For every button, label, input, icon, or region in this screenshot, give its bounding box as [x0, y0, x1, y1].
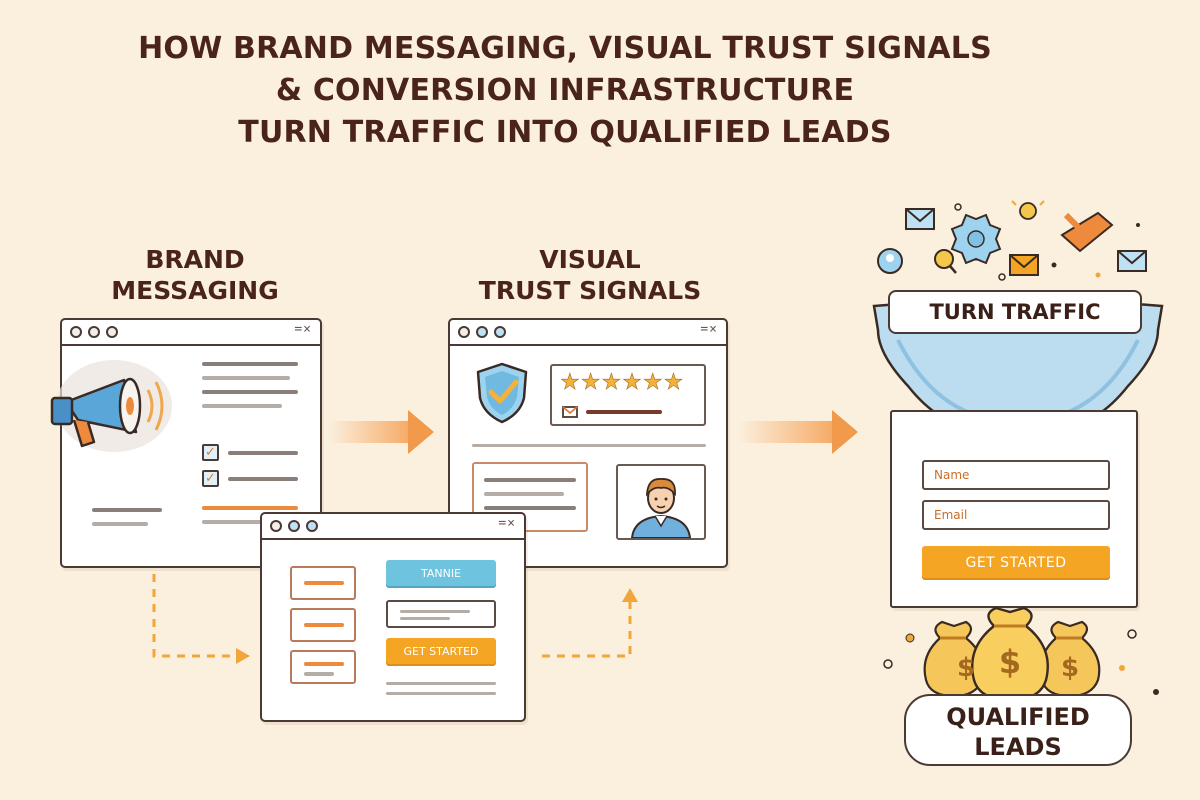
feature-card: [290, 566, 356, 600]
cursor-arrow-icon: [1060, 211, 1114, 253]
qualified-leads-label: QUALIFIED LEADS: [904, 694, 1132, 766]
dollar-sign-icon: $: [1060, 653, 1080, 683]
flow-arrow-2: [738, 421, 834, 443]
qualified-leads-line-1: QUALIFIED: [946, 703, 1090, 731]
text-line: [586, 410, 662, 414]
input-field[interactable]: [386, 600, 496, 628]
brand-messaging-window: =× ✓ ✓: [50, 318, 322, 568]
user-badge-icon: [877, 248, 903, 274]
checkbox-checked-icon[interactable]: ✓: [202, 470, 219, 487]
person-avatar-icon: [616, 464, 706, 540]
envelope-icon: [1009, 254, 1039, 276]
text-line: [304, 662, 344, 666]
megaphone-icon: [44, 350, 174, 460]
text-line: [304, 623, 344, 627]
label-brand-line-2: MESSAGING: [111, 276, 279, 305]
text-line: [484, 478, 576, 482]
email-input[interactable]: Email: [922, 500, 1110, 530]
text-line-highlight: [202, 506, 298, 510]
money-bag-icon: [883, 606, 1159, 702]
title-line-1: HOW BRAND MESSAGING, VISUAL TRUST SIGNAL…: [138, 31, 992, 66]
gear-icon: [950, 213, 1002, 265]
shield-check-icon: [472, 360, 532, 426]
text-line: [400, 617, 450, 620]
text-line: [202, 390, 298, 394]
window-dot: [106, 326, 118, 338]
window-titlebar: =×: [450, 320, 726, 346]
dollar-sign-icon: $: [998, 643, 1022, 681]
label-brand-messaging: BRAND MESSAGING: [90, 244, 300, 306]
text-line: [400, 610, 470, 613]
window-dot: [458, 326, 470, 338]
dollar-sign-icon: $: [956, 653, 976, 683]
text-line: [202, 362, 298, 366]
text-line: [386, 682, 496, 685]
qualified-leads-line-2: LEADS: [974, 733, 1062, 761]
text-line: [202, 520, 262, 524]
text-line: [304, 581, 344, 585]
text-line: [228, 451, 298, 455]
money-bag-center: [971, 606, 1049, 702]
title-line-2: & CONVERSION INFRASTRUCTURE: [275, 73, 855, 108]
title-line-3: TURN TRAFFIC INTO QUALIFIED LEADS: [238, 115, 892, 150]
flow-arrow-1: [328, 421, 410, 443]
window-dot: [270, 520, 282, 532]
name-input[interactable]: Name: [922, 460, 1110, 490]
window-dot: [494, 326, 506, 338]
text-line: [484, 506, 576, 510]
flow-arrow-2-head: [832, 410, 858, 454]
window-controls-icon[interactable]: =×: [700, 322, 718, 337]
funnel-label-turn-traffic: TURN TRAFFIC: [888, 290, 1142, 334]
label-trust-line-2: TRUST SIGNALS: [478, 276, 702, 305]
content-card: [472, 462, 588, 532]
window-controls-icon[interactable]: =×: [498, 516, 516, 531]
window-dot: [70, 326, 82, 338]
banner-button[interactable]: TANNIE: [386, 560, 496, 588]
window-dot: [306, 520, 318, 532]
label-visual-trust: VISUAL TRUST SIGNALS: [465, 244, 715, 306]
search-icon: [934, 249, 957, 274]
lightbulb-icon: [1011, 200, 1045, 220]
get-started-button-small[interactable]: GET STARTED: [386, 638, 496, 666]
checkbox-checked-icon[interactable]: ✓: [202, 444, 219, 461]
page-title: HOW BRAND MESSAGING, VISUAL TRUST SIGNAL…: [60, 28, 1070, 154]
window-titlebar: =×: [62, 320, 320, 346]
text-line: [92, 508, 162, 512]
divider-line: [472, 444, 706, 447]
feature-card: [290, 650, 356, 684]
text-line: [386, 692, 496, 695]
label-trust-line-1: VISUAL: [539, 245, 641, 274]
window-dot: [88, 326, 100, 338]
text-line: [228, 477, 298, 481]
text-line: [92, 522, 148, 526]
review-card: ★★★★★★: [550, 364, 706, 426]
text-line: [484, 492, 564, 496]
conversion-window: =× TANNIE GET STARTED: [260, 512, 526, 722]
window-controls-icon[interactable]: =×: [294, 322, 312, 337]
text-line: [304, 672, 334, 676]
window-titlebar: =×: [262, 514, 524, 540]
flow-arrow-1-head: [408, 410, 434, 454]
lead-form-window: Name Email GET STARTED: [890, 410, 1138, 608]
traffic-icons-cluster: [877, 200, 1147, 281]
envelope-icon: [1117, 250, 1147, 272]
envelope-icon: [905, 208, 935, 230]
window-dot: [288, 520, 300, 532]
envelope-icon: [562, 404, 578, 420]
get-started-button[interactable]: GET STARTED: [922, 546, 1110, 580]
text-line: [202, 404, 282, 408]
label-brand-line-1: BRAND: [145, 245, 245, 274]
dashed-connectors: [152, 574, 638, 664]
feature-card: [290, 608, 356, 642]
text-line: [202, 376, 290, 380]
window-dot: [476, 326, 488, 338]
five-star-rating: ★★★★★★: [560, 370, 685, 396]
